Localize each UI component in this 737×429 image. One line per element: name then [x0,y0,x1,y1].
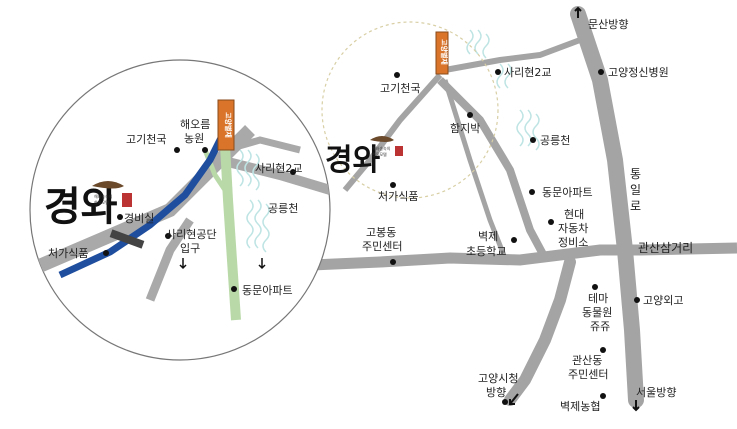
zoom-label-cheoga: 처가식품 [48,247,88,260]
destination-sign-zoom: 고양별재 [217,99,235,151]
label-goyang-foreign: 고양외고 [643,294,683,307]
road-cityhall [504,256,576,406]
destination-sign-main: 고양별재 [435,31,449,75]
zoom-label-haeoreum-2: 농원 [184,132,204,145]
arrow-down-left-icon [509,393,519,405]
label-gwansan-junction: 관산삼거리 [638,241,693,255]
zoom-label-dongmun: 동문아파트 [242,284,293,297]
main-markers [390,69,640,405]
label-tema-2: 동물원 [582,306,612,319]
main-map-labels: 문산방향 고양정신병원 고기천국 사리현2교 함지박 공릉천 처가식품 동문아파… [362,6,693,413]
zoom-markers [103,147,296,292]
label-tongil-2: 일 [630,183,641,197]
label-tema-1: 테마 [588,292,608,305]
label-munsan: 문산방향 [588,18,628,31]
label-cityhall-1: 고양시청 [478,372,518,385]
motel-logo-zoom: 경와 해와송숙의 한옥모텔 [44,181,132,230]
zoom-label-park-1: 사리현공단 [166,228,217,241]
svg-text:한옥모텔: 한옥모텔 [94,199,109,205]
label-hyundai-1: 현대 [564,208,584,221]
label-cityhall-2: 방향 [486,386,506,399]
arrow-up-icon [574,6,582,18]
zoom-label-gongneungcheon: 공릉천 [268,201,298,215]
label-hyundai-3: 정비소 [558,236,588,249]
road-north-branch [437,77,549,260]
label-byeokje-school-2: 초등학교 [466,245,506,258]
label-hyundai-2: 자동차 [558,222,588,235]
label-tongil-1: 통 [630,167,641,181]
svg-text:경와: 경와 [325,143,381,178]
label-goyang-hospital: 고양정신병원 [608,66,669,79]
label-gwansan-1: 관산동 [572,354,602,367]
label-byeokje-nonghyup: 벽제농협 [560,400,600,413]
highlight-circle [321,21,499,199]
svg-text:해와송숙의: 해와송숙의 [372,145,391,151]
arrow-down-icon [179,258,187,270]
label-tema-3: 쥬쥬 [590,320,610,333]
motel-logo-main: 경와 해와송숙의 한옥모텔 [325,136,403,178]
svg-text:해와송숙의: 해와송숙의 [94,193,113,199]
label-gongneungcheon-main: 공릉천 [540,133,570,147]
road-tongilro [570,6,644,408]
zoom-label-gyeongbisil: 경비실 [124,212,154,225]
road-sarihyeon [444,37,582,73]
label-dongmun-main: 동문아파트 [542,186,593,199]
label-gobong-1: 고봉동 [366,226,396,239]
zoom-inset: 고양별재 경와 해와송숙의 한옥모텔 고기천국 해오름 농원 사리현2교 공릉천… [29,59,331,361]
label-gwansan-2: 주민센터 [568,368,608,381]
label-hamjibak: 함지박 [450,122,480,135]
arrow-down-icon [258,258,266,270]
label-tongil-3: 로 [630,199,641,213]
label-seoul: 서울방향 [636,386,676,399]
label-gogicheonguk-main: 고기천국 [380,81,420,95]
zoom-label-park-2: 입구 [180,242,200,255]
arrow-down-icon [632,400,640,412]
zoom-label-sarihyeon2: 사리현2교 [255,162,302,175]
stream-waves [466,29,540,151]
label-sarihyeon2-main: 사리현2교 [504,66,551,79]
svg-text:고양별재: 고양별재 [224,112,233,138]
label-byeokje-school-1: 벽제 [478,230,498,243]
label-gobong-2: 주민센터 [362,240,402,253]
zoom-label-gogicheonguk: 고기천국 [126,132,166,146]
label-cheoga-main: 처가식품 [378,190,418,203]
zoom-label-haeoreum-1: 해오름 [180,117,210,131]
svg-text:한옥모텔: 한옥모텔 [372,151,387,157]
svg-text:고양별재: 고양별재 [440,39,449,65]
svg-text:경와: 경와 [44,183,118,230]
stream-zoom [58,128,229,279]
road-hamjibak [442,79,508,259]
